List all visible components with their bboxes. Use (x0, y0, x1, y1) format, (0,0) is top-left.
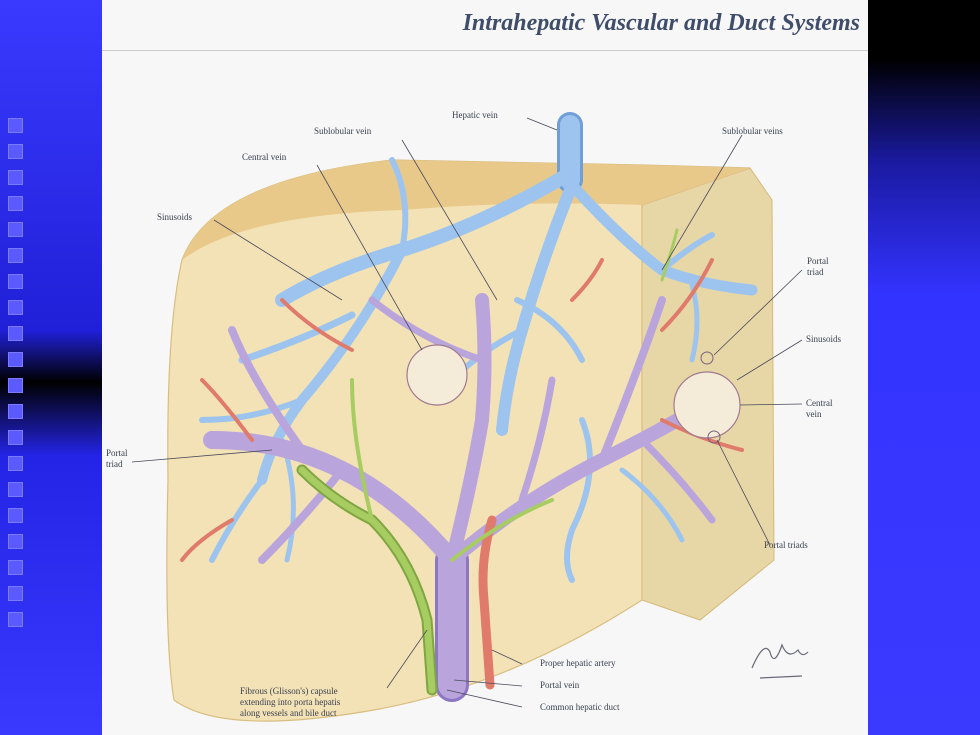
label-line: along vessels and bile duct (240, 708, 337, 718)
bullet-square (8, 144, 23, 159)
lobule-right (673, 371, 741, 439)
bullet-square (8, 586, 23, 601)
bullet-square (8, 560, 23, 575)
bullet-square (8, 326, 23, 341)
bullet-square (8, 378, 23, 393)
liver-illustration (131, 112, 809, 722)
hepatic-vein-tree (199, 112, 758, 583)
label-sinusoids: Sinusoids (157, 212, 193, 222)
bullet-square (8, 274, 23, 289)
bullet-square (8, 222, 23, 237)
bile-duct-tree (296, 228, 679, 696)
label-line: Portal (106, 448, 128, 458)
bullet-square (8, 430, 23, 445)
label-line: extending into porta hepatis (240, 697, 341, 707)
bullet-square (8, 300, 23, 315)
bullet-square (8, 248, 23, 263)
slide-background-left (0, 0, 102, 735)
bullet-square (8, 170, 23, 185)
label-line: vein (806, 409, 822, 419)
bullet-square (8, 612, 23, 627)
bullet-square (8, 508, 23, 523)
label-line: Central (806, 398, 833, 408)
bullet-square (8, 456, 23, 471)
portal-triad-marker (700, 351, 714, 365)
label-hepatic-vein: Hepatic vein (452, 110, 498, 120)
hepatic-artery-tree (180, 258, 744, 690)
artist-signature (751, 643, 809, 679)
bullet-square (8, 118, 23, 133)
label-sublobular-vein: Sublobular vein (314, 126, 372, 136)
leader-lines (131, 117, 803, 708)
portal-triad-marker (707, 430, 721, 444)
label-portal-triad-right: Portal triad (807, 256, 829, 278)
label-sublobular-veins: Sublobular veins (722, 126, 783, 136)
bullet-squares (8, 118, 28, 638)
label-line: triad (106, 459, 123, 469)
label-line: Portal (807, 256, 829, 266)
label-line: triad (807, 267, 824, 277)
label-fibrous-capsule: Fibrous (Glisson's) capsule extending in… (240, 686, 340, 719)
label-portal-vein: Portal vein (540, 680, 580, 690)
liver-capsule-rim (182, 160, 750, 260)
label-portal-triads: Portal triads (764, 540, 808, 550)
bullet-square (8, 482, 23, 497)
label-sinusoids-right: Sinusoids (806, 334, 842, 344)
bullet-square (8, 196, 23, 211)
label-common-hepatic-duct: Common hepatic duct (540, 702, 620, 712)
bullet-square (8, 352, 23, 367)
slide-background-right (868, 0, 980, 735)
plate-title: Intrahepatic Vascular and Duct Systems (462, 10, 860, 36)
label-central-vein-right: Central vein (806, 398, 833, 420)
bullet-square (8, 404, 23, 419)
label-portal-triad-left: Portal triad (106, 448, 128, 470)
bullet-square (8, 534, 23, 549)
label-line: Fibrous (Glisson's) capsule (240, 686, 338, 696)
illustration-plate: Intrahepatic Vascular and Duct Systems (102, 0, 868, 735)
lobule-center (406, 344, 468, 406)
title-rule (102, 50, 868, 51)
label-proper-hepatic-artery: Proper hepatic artery (540, 658, 616, 668)
label-central-vein: Central vein (242, 152, 287, 162)
